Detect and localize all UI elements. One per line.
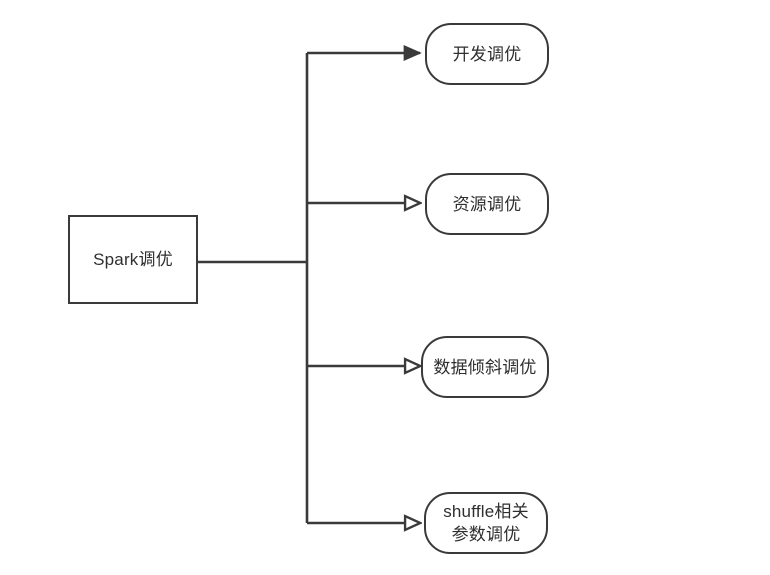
node-branch-3[interactable]: 数据倾斜调优 [421, 336, 549, 398]
node-root-label: Spark调优 [93, 250, 173, 269]
node-branch-4[interactable]: shuffle相关 参数调优 [424, 492, 548, 554]
node-branch-1-label: 开发调优 [452, 44, 522, 64]
node-branch-3-label: 数据倾斜调优 [433, 357, 537, 377]
node-branch-2[interactable]: 资源调优 [425, 173, 549, 235]
node-branch-2-label: 资源调优 [452, 194, 522, 214]
node-root[interactable]: Spark调优 [68, 215, 198, 304]
node-branch-1[interactable]: 开发调优 [425, 23, 549, 85]
node-branch-4-label: shuffle相关 参数调优 [443, 502, 529, 544]
